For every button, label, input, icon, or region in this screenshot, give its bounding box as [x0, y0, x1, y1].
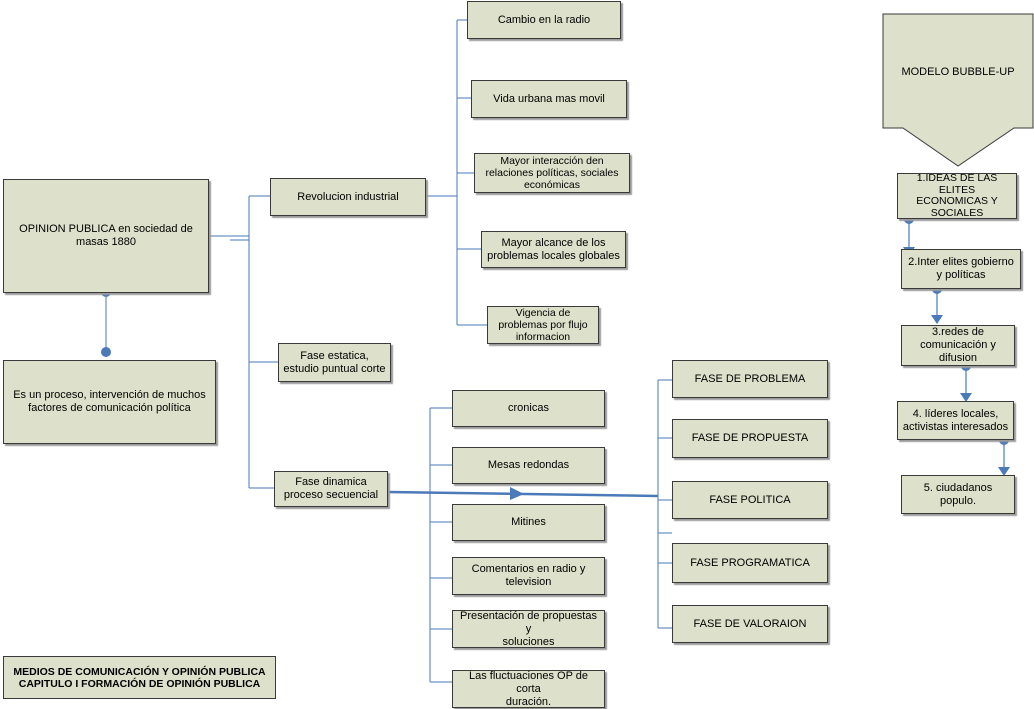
fase-box: FASE DE VALORAION: [672, 605, 828, 643]
branch-estatica: Fase estatica, estudio puntual corte: [278, 343, 391, 382]
bubble-step: 2.Inter elites gobierno y políticas: [901, 249, 1021, 289]
root-node: OPINION PUBLICA en sociedad de masas 188…: [3, 179, 209, 293]
dinamica-item: Mitines: [452, 504, 605, 541]
dinamica-item: cronicas: [452, 390, 605, 427]
dinamica-item: Presentación de propuestas y soluciones: [452, 610, 605, 648]
revolucion-item: Mayor interacción den relaciones polític…: [474, 153, 630, 193]
diagram-caption: MEDIOS DE COMUNICACIÓN Y OPINIÓN PUBLICA…: [3, 656, 276, 699]
bubble-step: 5. ciudadanos populo.: [901, 475, 1015, 514]
revolucion-item: Cambio en la radio: [467, 1, 621, 39]
revolucion-item: Mayor alcance de los problemas locales g…: [481, 231, 626, 268]
dinamica-item: Comentarios en radio y television: [452, 557, 605, 595]
fase-box: FASE DE PROPUESTA: [672, 419, 828, 458]
branch-revolucion: Revolucion industrial: [270, 178, 426, 216]
fase-box: FASE DE PROBLEMA: [672, 360, 828, 398]
fase-box: FASE POLITICA: [672, 481, 828, 519]
dinamica-item: Mesas redondas: [452, 447, 605, 484]
revolucion-item: Vigencia de problemas por flujo informac…: [487, 306, 599, 344]
bubble-step: 3.redes de comunicación y difusion: [901, 325, 1015, 366]
bubble-step: 1.IDEAS DE LAS ELITES ECONOMICAS Y SOCIA…: [897, 172, 1017, 219]
branch-dinamica: Fase dinamica proceso secuencial: [274, 471, 388, 507]
bubble-up-title: MODELO BUBBLE-UP: [901, 65, 1015, 78]
bubble-step: 4. líderes locales, activistas interesad…: [897, 401, 1014, 440]
dinamica-item: Las fluctuaciones OP de corta duración.: [452, 670, 605, 708]
fase-box: FASE PROGRAMATICA: [672, 543, 828, 583]
revolucion-item: Vida urbana mas movil: [471, 80, 627, 118]
definition-node: Es un proceso, intervención de muchos fa…: [3, 360, 216, 444]
